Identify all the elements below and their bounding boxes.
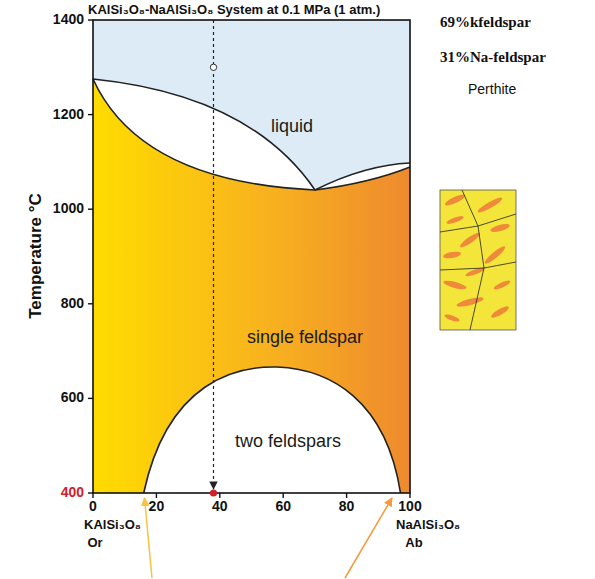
tick-label: 1400	[53, 12, 84, 27]
melting-loop	[315, 163, 410, 190]
melting-loop	[93, 79, 315, 190]
tick-label: 800	[61, 296, 84, 311]
composition-note: 69%kfeldspar	[440, 14, 531, 31]
region-label: two feldspars	[235, 431, 341, 452]
plot-frame	[93, 20, 410, 493]
two-feldspar-label: two feldspars	[231, 429, 345, 454]
tick-label: 1000	[53, 201, 84, 216]
end-member-name: Or	[87, 536, 102, 550]
tick-label: 40	[212, 499, 228, 514]
axis-ticks	[88, 20, 410, 498]
tick-label: 600	[61, 391, 84, 406]
cooling-path	[213, 20, 214, 489]
tick-label: 60	[275, 499, 291, 514]
single-feldspar-field	[93, 20, 410, 493]
tick-label: 1200	[53, 107, 84, 122]
end-member-formula: KAlSi₃O₈	[84, 518, 141, 532]
chart-title: KAlSi₃O₈-NaAlSi₃O₈ System at 0.1 MPa (1 …	[88, 3, 380, 17]
tick-label: 80	[339, 499, 355, 514]
perthite-texture	[440, 190, 516, 330]
end-member-name: Ab	[405, 536, 422, 550]
solvus-field	[144, 367, 401, 493]
phase-boundaries	[93, 79, 410, 493]
composition-note: 31%Na-feldspar	[440, 49, 546, 66]
tick-label: 100	[398, 499, 421, 514]
start-point	[210, 64, 216, 70]
tick-label: 20	[149, 499, 165, 514]
liquid-field-label: liquid	[267, 114, 317, 139]
end-point	[210, 489, 217, 496]
region-label: single feldspar	[247, 327, 363, 348]
end-member-formula: NaAlSi₃O₈	[396, 518, 460, 532]
region-label: liquid	[271, 116, 313, 137]
texture-label: Perthite	[468, 82, 516, 97]
axis-title: Temperature °C	[27, 193, 46, 319]
liquid-field	[93, 20, 410, 190]
single-feldspar-label: single feldspar	[243, 325, 367, 350]
tick-label: 400	[61, 485, 84, 500]
tick-label: 0	[89, 499, 97, 514]
